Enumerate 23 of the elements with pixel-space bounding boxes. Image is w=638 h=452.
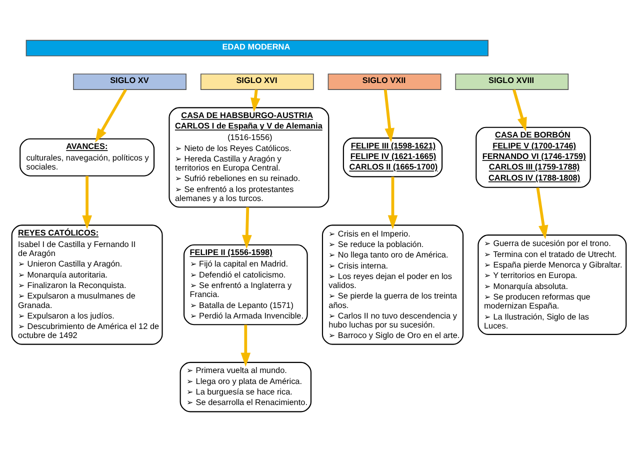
node-box: SIGLO XV: [73, 74, 186, 90]
arrow: [388, 176, 398, 230]
node-box: CASA DE BORBÓN FELIPE V (1700-1746) FERNANDO VI (1746-1759) CARLOS III (1759-1788) CARLOS IV (1788-1808): [476, 126, 591, 188]
node-box: SIGLO XVI: [200, 74, 314, 90]
node-box: SIGLO VXII: [328, 74, 442, 90]
arrow: [512, 89, 527, 132]
arrow: [250, 90, 260, 112]
arrow: [536, 187, 548, 240]
node-box: AVANCES: culturales, navegación, políticos y sociales.: [20, 138, 155, 176]
node-box: ➢ Crisis en el Imperio. ➢ Se reduce la población. ➢ No llega tanto oro de América. ➢ Crisis interna. ➢ Los reyes dejan el poder en los validos. ➢ Se pierde la guerra de los treinta años. ➢ Carlos II no tuvo descendencia y hubo luchas por su sucesión. ➢ Barroco y Siglo de Oro en el arte.: [322, 224, 464, 345]
node-box: FELIPE III (1598-1621) FELIPE IV (1621-1665) CARLOS II (1665-1700): [342, 138, 443, 178]
node-box: SIGLO XVIII: [455, 74, 569, 90]
node-box: REYES CATÓLICOS: Isabel I de Castilla y Fernando II de Aragón ➢ Unieron Castilla y Aragón. ➢ Monarquía autoritaria. ➢ Finalizaron la Reconquista. ➢ Expulsaron a musulmanes de Granada. ➢ Expulsaron a los judíos. ➢ Descubrimiento de América el 12 de octubre de 1492: [11, 224, 163, 345]
node-box: ➢ Guerra de sucesión por el trono. ➢ Termina con el tratado de Utrecht. ➢ España pierde Menorca y Gibraltar. ➢ Y territorios en Europa. ➢ Monarquía absoluta. ➢ Se producen reformas que modernizan España. ➢ La Ilustración, Siglo de las Luces.: [478, 234, 627, 335]
arrow: [384, 90, 394, 142]
node-box: EDAD MODERNA: [26, 40, 488, 56]
arrow: [82, 176, 92, 230]
node-box: ➢ Primera vuelta al mundo. ➢ Llega oro y plata de América. ➢ La burguesía se hace rica. ➢ Se desarrolla el Renacimiento.: [180, 362, 312, 412]
node-box: FELIPE II (1556-1598) ➢ Fijó la capital en Madrid. ➢ Defendió el catolicismo. ➢ Se enfrentó a Inglaterra y Francia. ➢ Batalla de Lepanto (1571) ➢ Perdió la Armada Invencible.: [184, 244, 308, 326]
arrow: [95, 88, 127, 143]
arrow: [242, 207, 252, 249]
arrow: [240, 324, 251, 367]
node-box: CASA DE HABSBURGO-AUSTRIA CARLOS I de España y V de Alemania (1516-1556) ➢ Nieto de los Reyes Católicos. ➢ Hereda Castilla y Aragón y territorios en Europa Central. ➢ Sufrió rebeliones en su reinado. ➢ Se enfrentó a los protestantes alemanes y a los turcos.: [168, 107, 330, 208]
